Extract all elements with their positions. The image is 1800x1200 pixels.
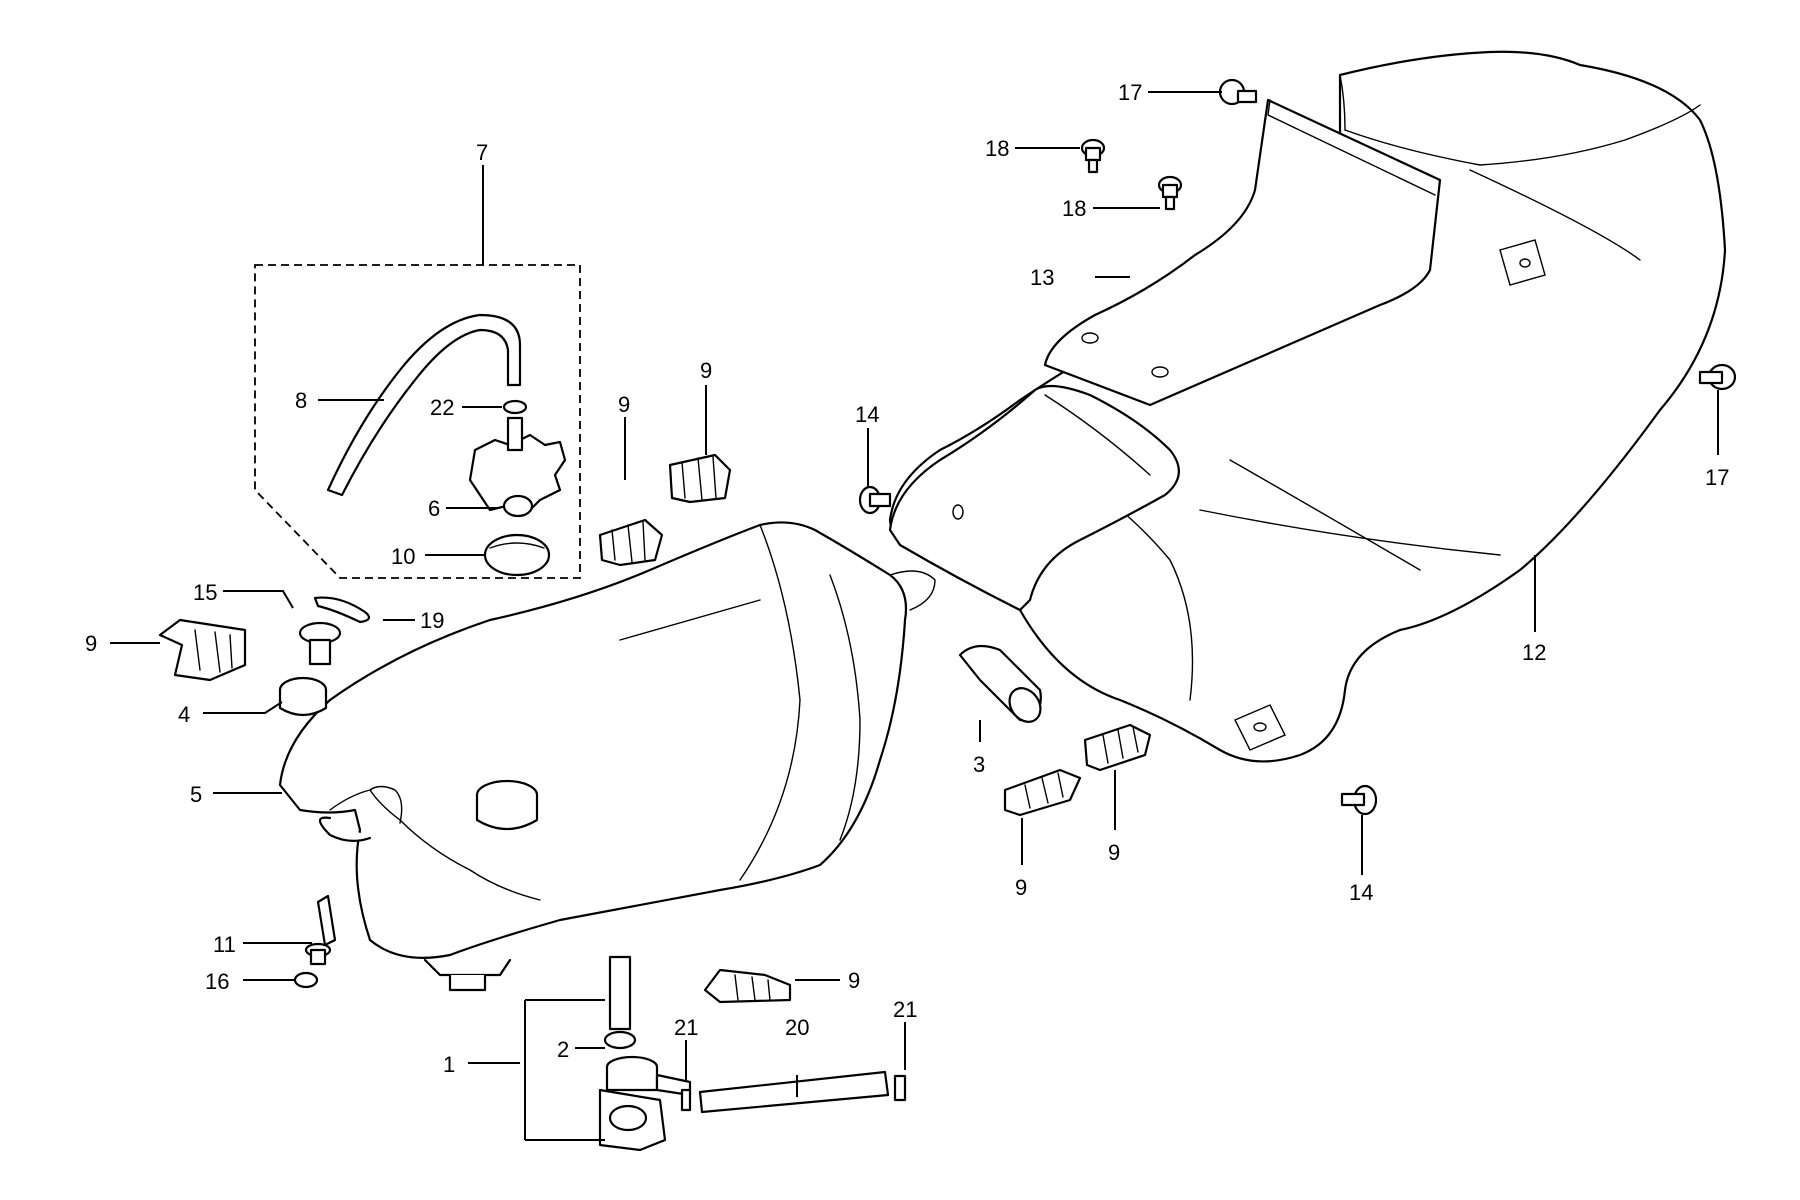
fuel-cap xyxy=(468,416,567,512)
knob-14-lower xyxy=(1340,784,1378,816)
locating-pin xyxy=(304,894,337,966)
callout-17-upper: 17 xyxy=(1118,80,1142,105)
callout-12: 12 xyxy=(1522,640,1546,665)
vent-hose xyxy=(326,313,522,497)
screw-18-upper xyxy=(1080,138,1106,174)
damper-pad-left xyxy=(158,618,247,682)
callout-4: 4 xyxy=(178,702,190,727)
seat-base-plate xyxy=(1043,98,1442,407)
leader-lines xyxy=(110,91,1719,1141)
callout-14-upper: 14 xyxy=(855,402,879,427)
fuel-hose xyxy=(698,1070,890,1114)
callout-1: 1 xyxy=(443,1052,455,1077)
o-ring xyxy=(502,399,528,415)
seat-cowl xyxy=(888,50,1727,763)
cap-gasket xyxy=(502,494,534,518)
callout-9-box-left: 9 xyxy=(618,392,630,417)
rubber-grommet xyxy=(278,676,328,717)
knob-17-upper xyxy=(1218,78,1258,106)
callout-2: 2 xyxy=(557,1037,569,1062)
fuel-cock-assembly xyxy=(598,955,692,1152)
callout-13: 13 xyxy=(1030,265,1054,290)
callout-19: 19 xyxy=(420,608,444,633)
seat-lower-bracket xyxy=(888,384,1180,612)
callout-11: 11 xyxy=(213,932,236,957)
hose-clip-right xyxy=(893,1074,907,1102)
callout-18-upper: 18 xyxy=(985,136,1009,161)
callout-16: 16 xyxy=(205,969,229,994)
washer-16 xyxy=(293,971,319,989)
callout-14-lower: 14 xyxy=(1349,880,1373,905)
fuel-tank xyxy=(278,521,936,992)
callout-17-right: 17 xyxy=(1705,465,1729,490)
damper-pad-bottom xyxy=(703,968,792,1004)
rubber-sleeve xyxy=(958,644,1042,723)
callout-3: 3 xyxy=(973,752,985,777)
filler-seal xyxy=(483,533,551,577)
callout-9-left: 9 xyxy=(85,631,97,656)
damper-pad-center-right xyxy=(1083,723,1152,772)
callout-5: 5 xyxy=(190,782,202,807)
callout-labels: 7 8 22 6 10 15 19 9 4 5 11 16 1 2 9 9 14… xyxy=(85,80,1729,1077)
hose-clip-left xyxy=(680,1088,692,1112)
callout-8: 8 xyxy=(295,388,307,413)
damper-pad-center-left xyxy=(1003,768,1082,817)
knob-14-upper xyxy=(858,485,892,515)
callout-9-box-right: 9 xyxy=(700,358,712,383)
callout-18-lower: 18 xyxy=(1062,196,1086,221)
callout-9-center-left: 9 xyxy=(1015,875,1027,900)
knob-17-right xyxy=(1698,363,1737,391)
wire-clip xyxy=(313,596,371,624)
callout-15: 15 xyxy=(193,580,217,605)
screw-18-lower xyxy=(1157,175,1183,211)
callout-10: 10 xyxy=(391,544,415,569)
callout-6: 6 xyxy=(428,496,440,521)
fuel-cap-kit-box xyxy=(254,165,581,579)
damper-pad-box-left xyxy=(598,518,664,567)
mounting-bolt xyxy=(298,621,342,666)
damper-pad-box-right xyxy=(668,453,732,504)
callout-21-right: 21 xyxy=(893,997,917,1022)
callout-9-center-right: 9 xyxy=(1108,840,1120,865)
callout-20: 20 xyxy=(785,1015,809,1040)
callout-22: 22 xyxy=(430,395,454,420)
callout-7: 7 xyxy=(476,140,488,165)
callout-21-left: 21 xyxy=(674,1015,698,1040)
callout-9-bottom: 9 xyxy=(848,968,860,993)
